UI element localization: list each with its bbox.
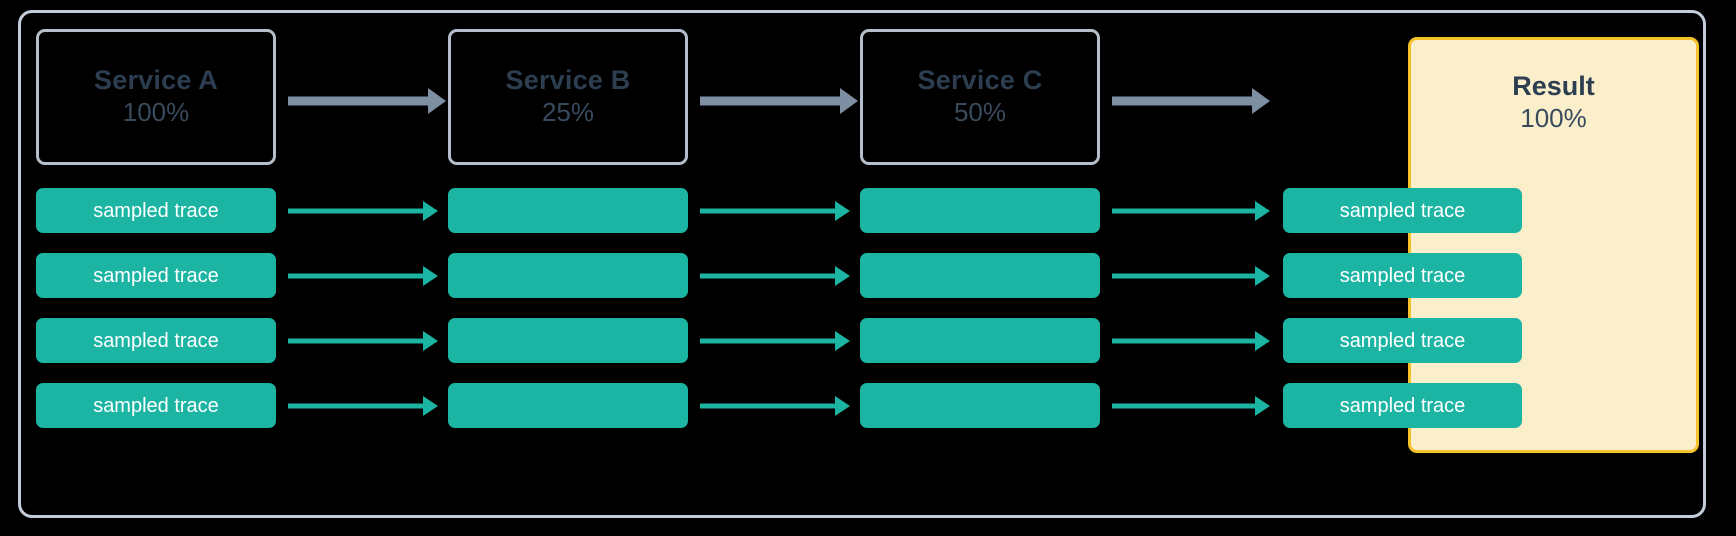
service-b-title: Service B [505,65,631,96]
trace-bar-a-1[interactable]: sampled trace [36,188,276,233]
trace-bar-b-1[interactable] [448,188,688,233]
service-box-service-a[interactable]: Service A 100% [36,29,276,165]
arrow-shaft [1112,273,1255,279]
trace-arrow-c-result-4 [1112,393,1270,419]
arrow-head-icon [1252,88,1270,114]
trace-bar-c-2[interactable] [860,253,1100,298]
trace-arrow-b-c-4 [700,393,850,419]
trace-arrow-a-b-1 [288,198,438,224]
arrow-head-icon [835,266,850,286]
trace-bar-c-3[interactable] [860,318,1100,363]
trace-bar-result-3[interactable]: sampled trace [1283,318,1522,363]
service-b-percent: 25% [541,97,595,128]
arrow-shaft [288,338,423,344]
trace-bar-label: sampled trace [93,394,219,417]
arrow-head-icon [1255,331,1270,351]
arrow-shaft [288,208,423,214]
arrow-shaft [700,273,835,279]
arrow-head-icon [835,201,850,221]
trace-arrow-a-b-3 [288,328,438,354]
trace-bar-label: sampled trace [93,329,219,352]
trace-bar-b-2[interactable] [448,253,688,298]
arrow-shaft [700,96,840,106]
arrow-head-icon [423,331,438,351]
trace-bar-label: sampled trace [1339,199,1466,222]
trace-arrow-c-result-1 [1112,198,1270,224]
trace-arrow-c-result-2 [1112,263,1270,289]
service-c-title: Service C [917,65,1043,96]
trace-bar-a-2[interactable]: sampled trace [36,253,276,298]
arrow-head-icon [840,88,858,114]
arrow-shaft [700,403,835,409]
trace-bar-label: sampled trace [93,199,219,222]
trace-bar-b-4[interactable] [448,383,688,428]
trace-bar-result-2[interactable]: sampled trace [1283,253,1522,298]
arrow-shaft [1112,403,1255,409]
trace-bar-b-3[interactable] [448,318,688,363]
trace-bar-label: sampled trace [1339,394,1466,417]
trace-bar-result-1[interactable]: sampled trace [1283,188,1522,233]
trace-bar-label: sampled trace [93,264,219,287]
arrow-head-icon [1255,396,1270,416]
arrow-head-icon [1255,201,1270,221]
service-arrow-b-to-c [700,88,858,114]
arrow-shaft [700,208,835,214]
service-arrow-c-to-result [1112,88,1270,114]
trace-bar-result-4[interactable]: sampled trace [1283,383,1522,428]
arrow-shaft [288,273,423,279]
arrow-head-icon [428,88,446,114]
trace-arrow-c-result-3 [1112,328,1270,354]
arrow-head-icon [835,331,850,351]
service-box-service-c[interactable]: Service C 50% [860,29,1100,165]
diagram-outer-frame [18,10,1706,518]
service-arrow-a-to-b [288,88,446,114]
trace-arrow-b-c-3 [700,328,850,354]
arrow-head-icon [1255,266,1270,286]
trace-arrow-b-c-2 [700,263,850,289]
service-a-title: Service A [94,65,218,96]
arrow-head-icon [423,201,438,221]
arrow-shaft [288,96,428,106]
service-box-service-b[interactable]: Service B 25% [448,29,688,165]
service-c-percent: 50% [953,97,1007,128]
trace-arrow-a-b-4 [288,393,438,419]
arrow-head-icon [423,396,438,416]
arrow-head-icon [423,266,438,286]
arrow-shaft [1112,338,1255,344]
service-a-percent: 100% [122,97,190,128]
trace-bar-a-3[interactable]: sampled trace [36,318,276,363]
arrow-shaft [288,403,423,409]
arrow-shaft [700,338,835,344]
trace-bar-label: sampled trace [1339,264,1466,287]
arrow-shaft [1112,208,1255,214]
trace-arrow-b-c-1 [700,198,850,224]
trace-bar-c-4[interactable] [860,383,1100,428]
trace-bar-a-4[interactable]: sampled trace [36,383,276,428]
arrow-shaft [1112,96,1252,106]
arrow-head-icon [835,396,850,416]
trace-arrow-a-b-2 [288,263,438,289]
trace-bar-c-1[interactable] [860,188,1100,233]
trace-bar-label: sampled trace [1339,329,1466,352]
